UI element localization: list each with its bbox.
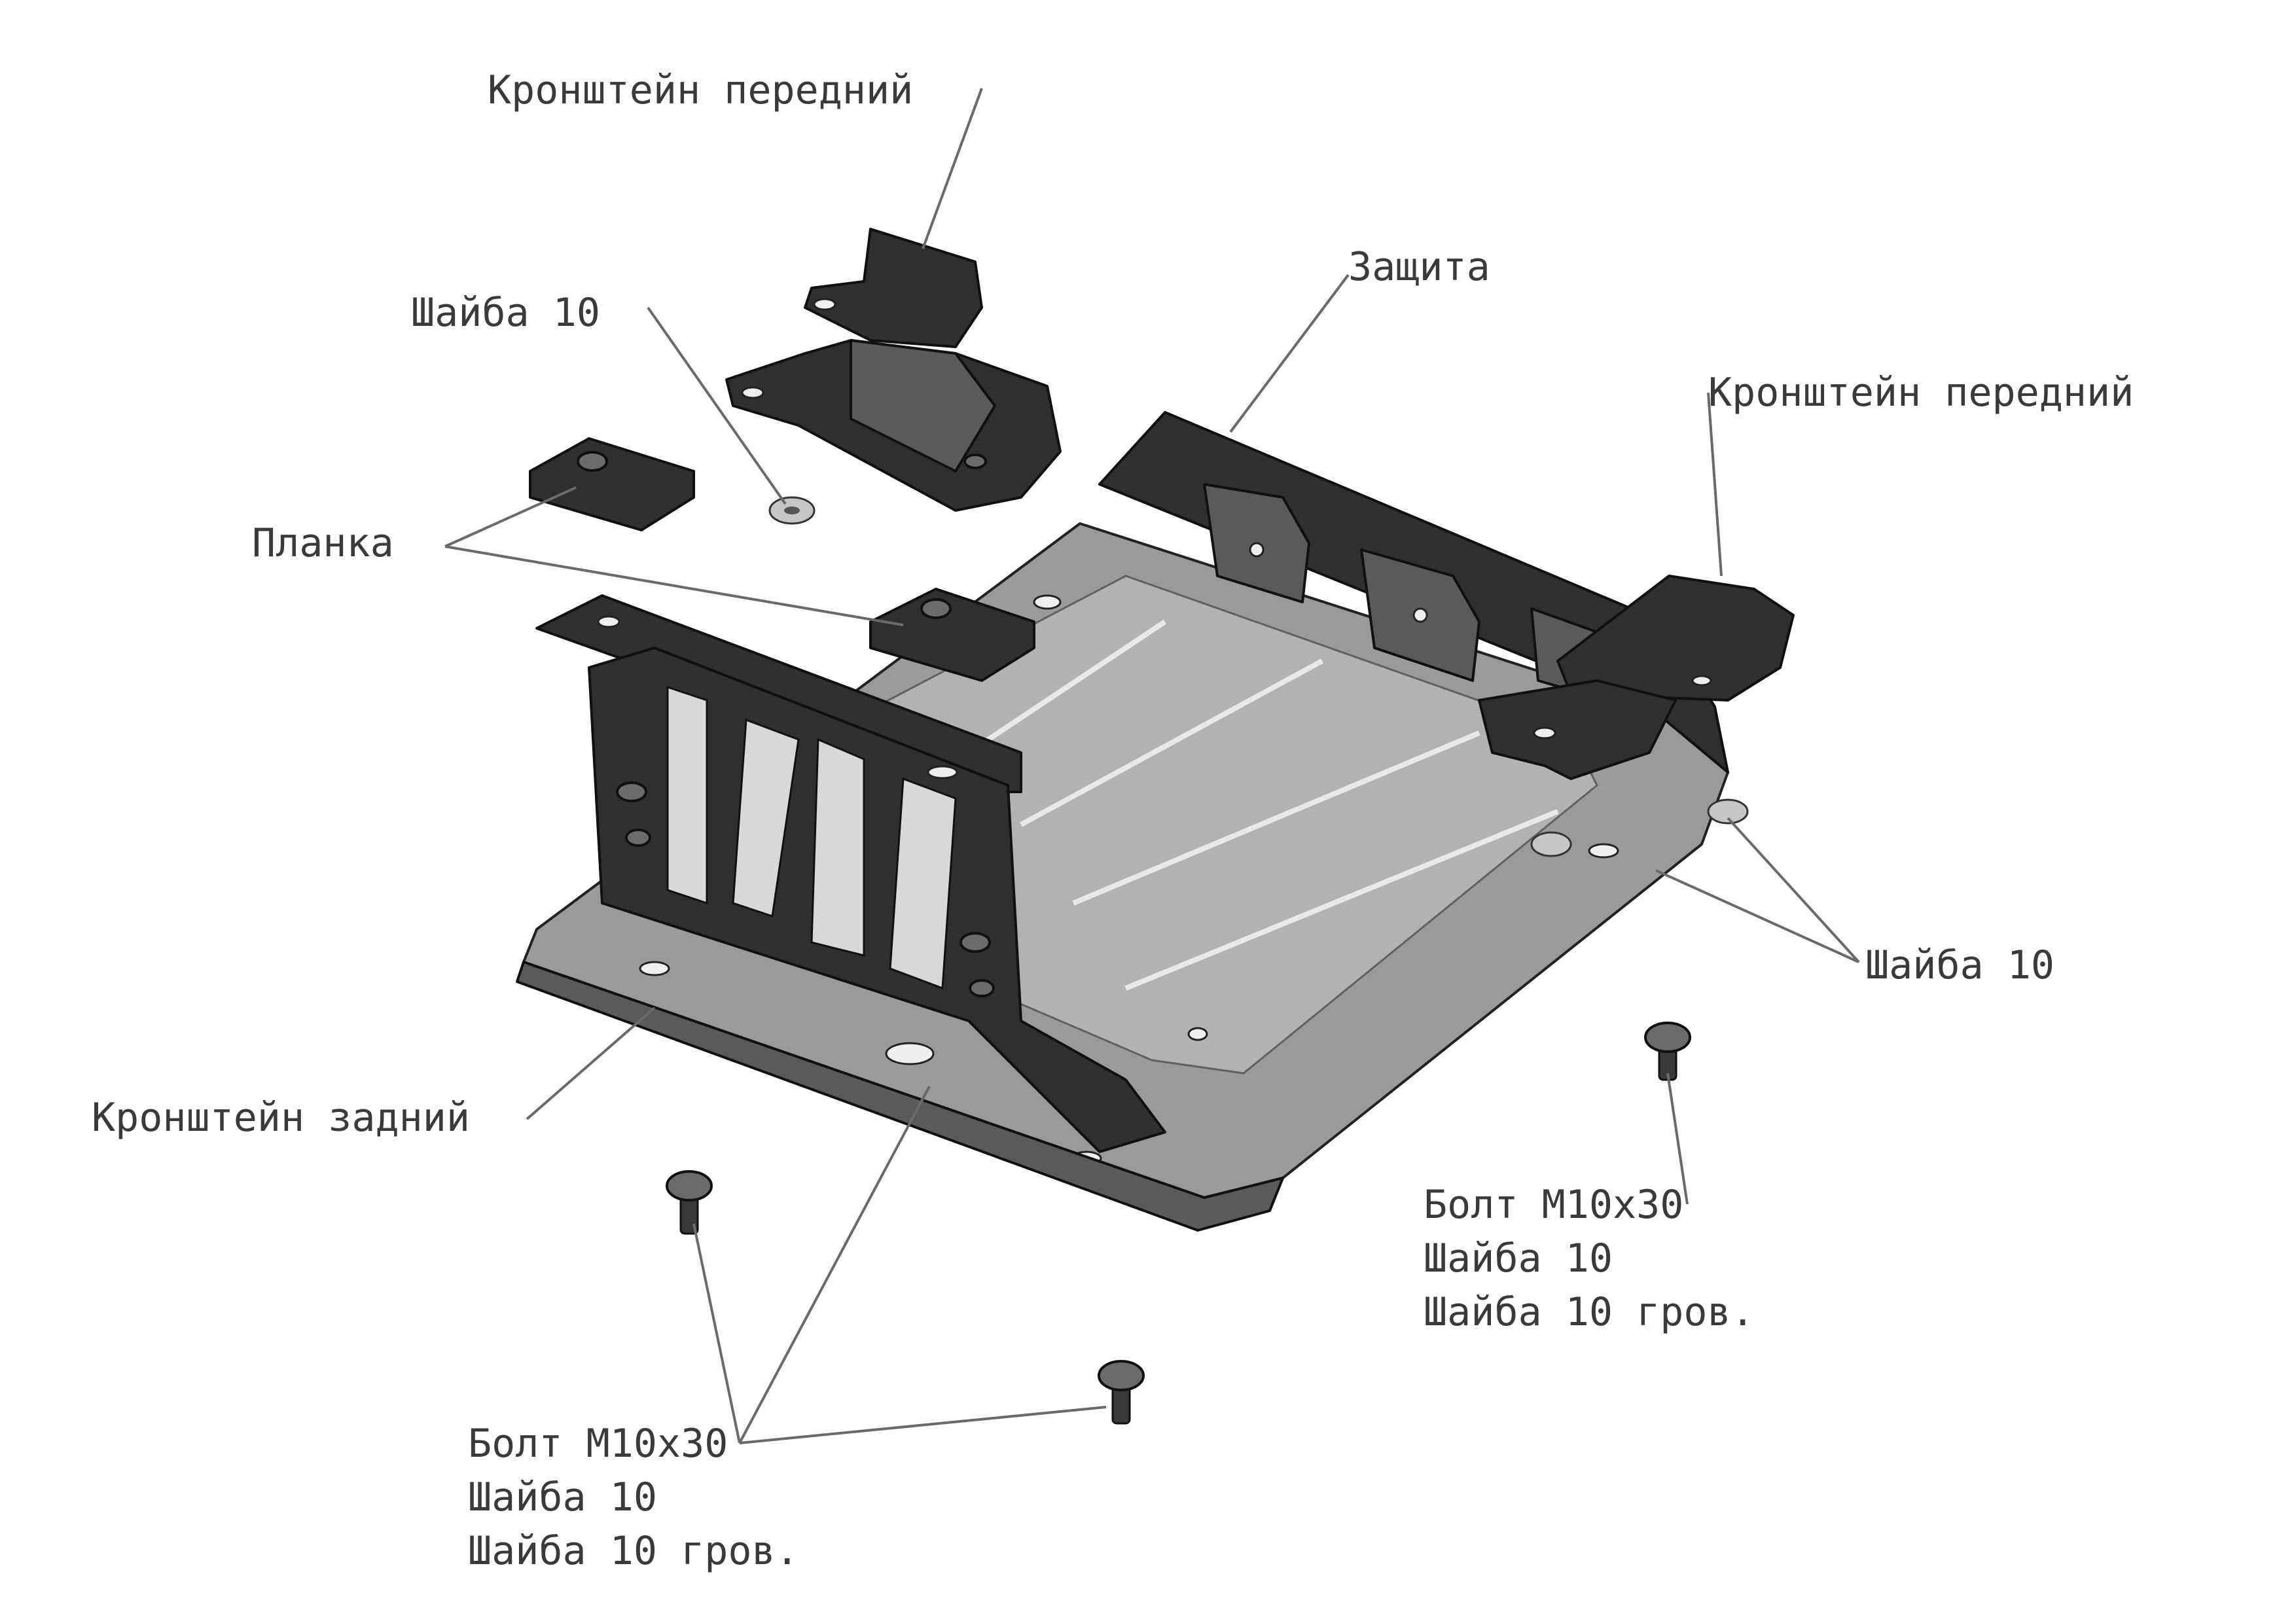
leader-lines <box>444 88 1860 1444</box>
front-bracket-top-part <box>725 228 1062 512</box>
fastener-right-bolt: Болт М10х30 <box>1424 1182 1684 1228</box>
label-guard: Защита <box>1348 244 1490 290</box>
rear-bracket-part <box>535 594 1166 1153</box>
bolt-right <box>1644 1022 1691 1081</box>
washer-right-b <box>1707 798 1749 825</box>
label-washer-right: Шайба 10 <box>1865 942 2054 988</box>
label-bracket-front-right: Кронштейн передний <box>1708 370 2134 416</box>
bolt-bottom-right <box>1098 1360 1145 1425</box>
fastener-bottom-bolt: Болт М10х30 <box>468 1421 728 1467</box>
label-washer-top: Шайба 10 <box>411 290 600 336</box>
label-bracket-front-top: Кронштейн передний <box>488 67 914 113</box>
fastener-right-washer: Шайба 10 <box>1424 1236 1613 1281</box>
label-fastener-right: Болт М10х30 Шайба 10 Шайба 10 гров. <box>1424 1178 1755 1339</box>
washer-top-hole <box>784 507 800 514</box>
label-bracket-rear: Кронштейн задний <box>92 1095 470 1141</box>
fastener-bottom-lock-washer: Шайба 10 гров. <box>468 1528 799 1574</box>
bolt-bottom-left <box>666 1170 713 1235</box>
label-fastener-bottom: Болт М10х30 Шайба 10 Шайба 10 гров. <box>468 1417 799 1578</box>
plate-part-left <box>529 437 695 531</box>
label-plate: Планка <box>252 520 394 566</box>
plate-part-center <box>869 588 1035 682</box>
fastener-bottom-washer: Шайба 10 <box>468 1474 657 1520</box>
fastener-right-lock-washer: Шайба 10 гров. <box>1424 1289 1755 1335</box>
front-bracket-right-part <box>1478 575 1795 780</box>
washer-right-a <box>1530 831 1572 857</box>
